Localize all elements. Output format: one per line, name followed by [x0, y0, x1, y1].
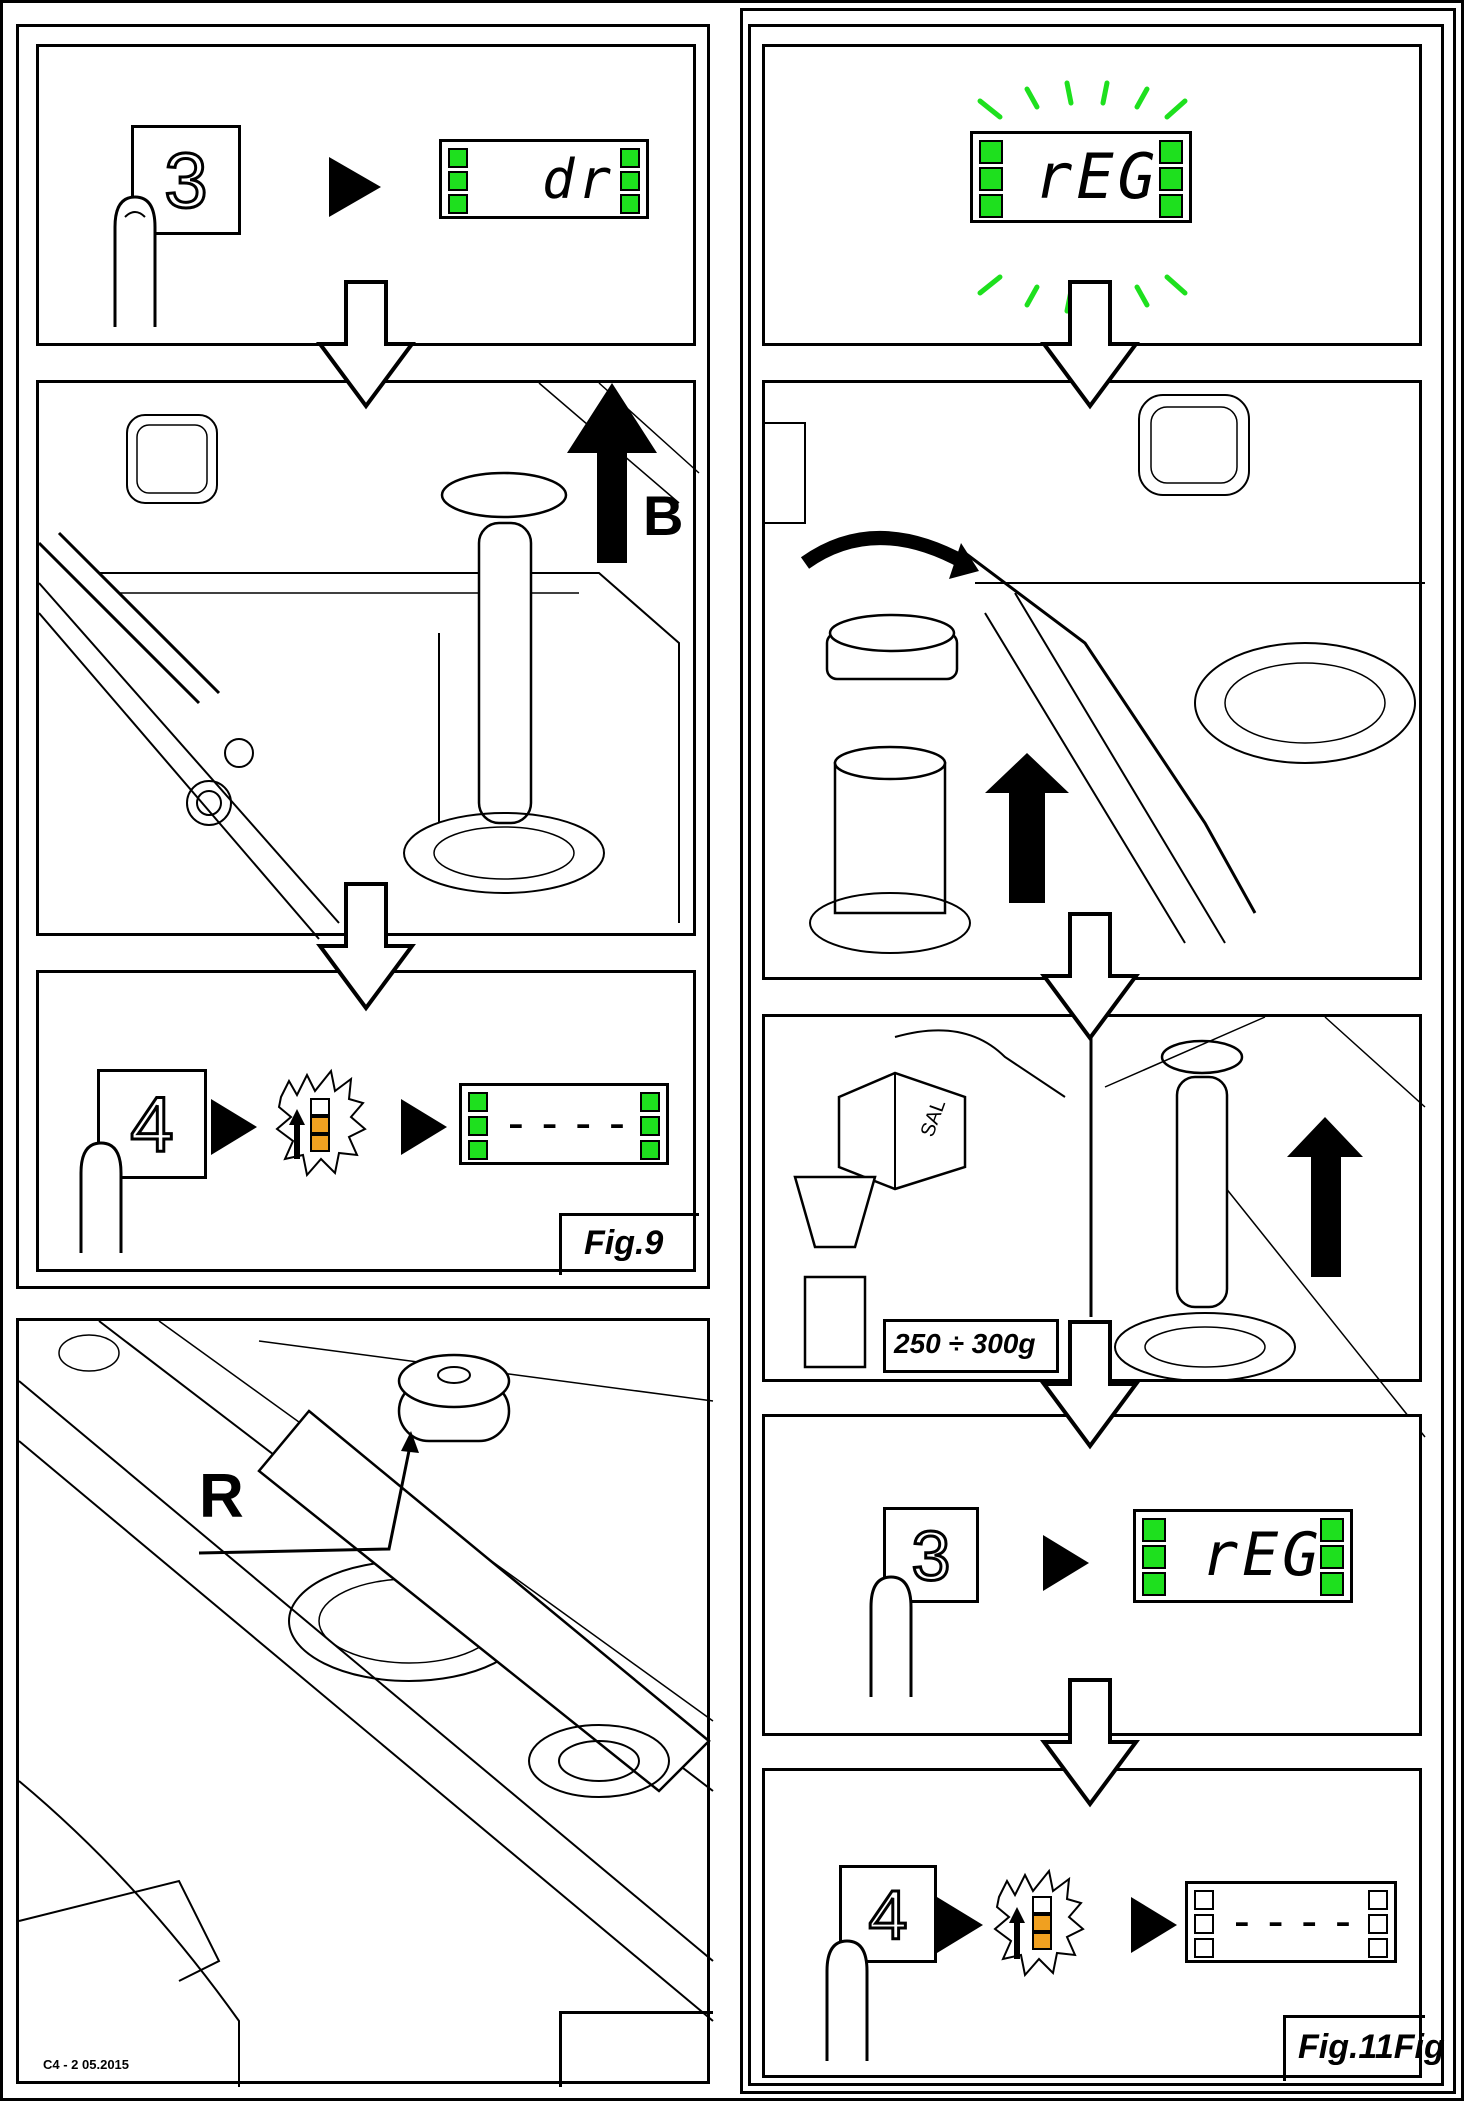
down-arrow-icon	[316, 882, 416, 1012]
fig9-step2-panel: B	[36, 380, 700, 940]
salt-quantity-box: 250 ÷ 300g	[883, 1319, 1059, 1373]
finger-icon	[825, 1939, 869, 2061]
fig9-frame	[16, 24, 710, 1289]
play-arrow-icon	[937, 1897, 983, 1953]
finger-icon	[869, 1575, 913, 1697]
fig11-step2-panel	[762, 380, 1425, 980]
down-arrow-icon	[316, 280, 416, 410]
level-indicator-icon	[993, 1868, 1085, 1978]
level-indicator-icon	[275, 1068, 367, 1178]
display-panel: rEG	[970, 131, 1192, 223]
fig11-label-box: Fig.11Fig	[1283, 2015, 1445, 2081]
up-arrow-icon	[567, 383, 657, 563]
key-3-button: 3	[131, 125, 241, 235]
down-arrow-icon	[1040, 912, 1140, 1042]
finger-icon	[113, 195, 157, 327]
fig11-step5-panel: 4 ---- Fig.11Fig	[762, 1768, 1445, 2081]
arrow-letter-b: B	[643, 484, 684, 547]
nozzle-illustration	[18, 1320, 714, 2087]
figure-label: Fig.9	[584, 1224, 664, 1262]
play-arrow-icon	[211, 1099, 257, 1155]
fig11-frame	[740, 8, 1456, 2094]
finger-icon	[79, 1141, 123, 1253]
display-panel: dr	[439, 139, 649, 219]
cap-removal-illustration	[765, 394, 1425, 954]
tank-illustration	[37, 382, 700, 940]
display-text: ----	[1228, 1894, 1363, 1948]
marker-letter-r: R	[199, 1462, 244, 1531]
display-text: ----	[502, 1096, 637, 1150]
display-text: rEG	[1202, 1520, 1323, 1590]
fig9-label-box: Fig.9	[559, 1213, 699, 1275]
fig10-panel: R C4 - 2 05.2015	[16, 1318, 714, 2087]
down-arrow-icon	[1040, 280, 1140, 410]
fig9-step3-panel: 4 ---- Fig.9	[36, 970, 699, 1275]
key-4-button: 4	[97, 1069, 207, 1179]
fig11-inner-frame	[748, 24, 1444, 2086]
display-panel: ----	[459, 1083, 669, 1165]
display-text: dr	[542, 148, 616, 211]
down-arrow-icon	[1040, 1678, 1140, 1808]
display-panel: ----	[1185, 1881, 1397, 1963]
play-arrow-icon	[1131, 1897, 1177, 1953]
salt-pour-illustration	[793, 1016, 1426, 1438]
salt-quantity: 250 ÷ 300g	[894, 1328, 1036, 1359]
play-arrow-icon	[401, 1099, 447, 1155]
fig10-label-box	[559, 2011, 713, 2087]
display-panel: rEG	[1133, 1509, 1353, 1603]
down-arrow-icon	[1040, 1320, 1140, 1450]
play-arrow-icon	[1043, 1535, 1089, 1591]
display-text: rEG	[1035, 140, 1159, 213]
key-3-button: 3	[883, 1507, 979, 1603]
figure-label: Fig.11Fig	[1298, 2028, 1445, 2066]
play-arrow-icon	[329, 157, 381, 217]
fig11-step1-panel: rEG	[762, 44, 1422, 346]
document-code: C4 - 2 05.2015	[43, 2057, 130, 2072]
